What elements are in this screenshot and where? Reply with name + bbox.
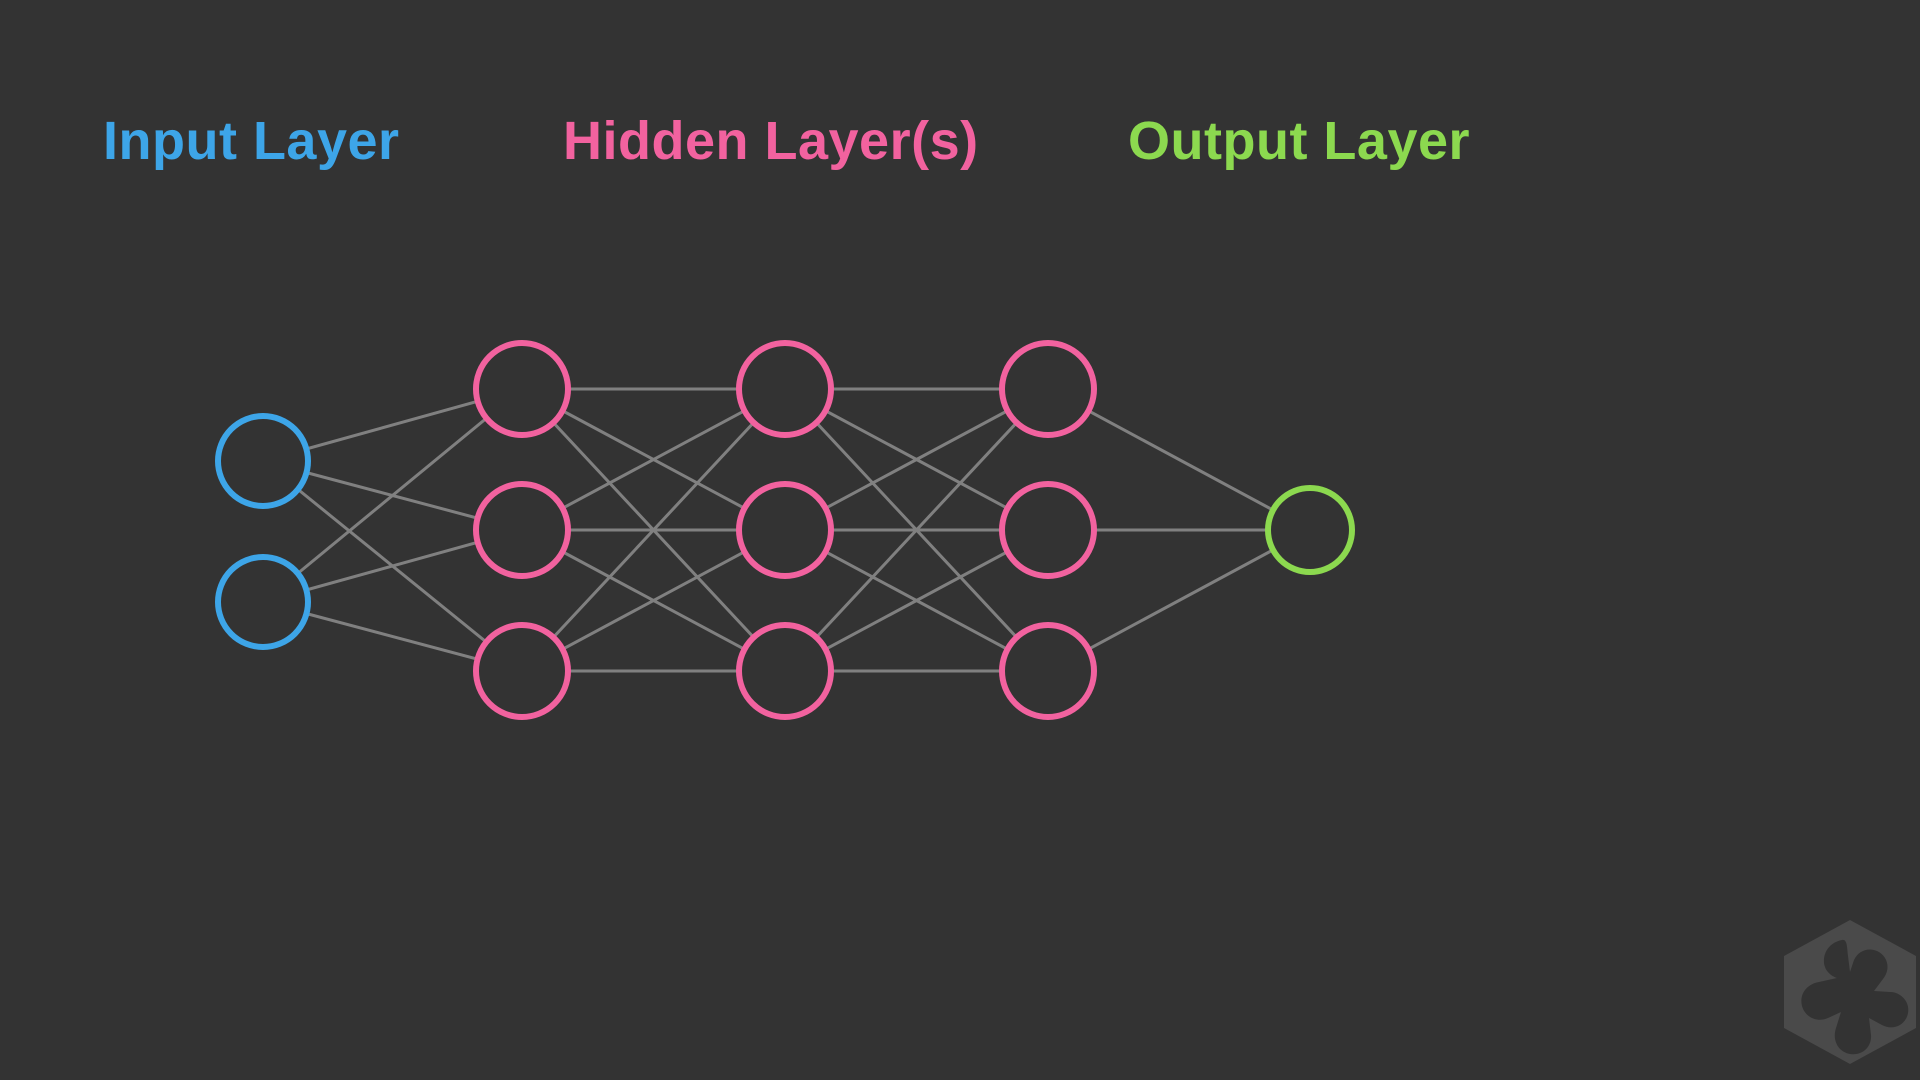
connection-edge xyxy=(261,387,524,604)
neuron-node-hidden[interactable] xyxy=(736,622,834,720)
layer-label-input: Input Layer xyxy=(103,111,400,171)
connection-edge xyxy=(783,387,1050,532)
connection-edge xyxy=(783,528,1050,673)
connection-edge xyxy=(1046,387,1312,532)
neuron-node-hidden[interactable] xyxy=(736,340,834,438)
neuron-node-hidden[interactable] xyxy=(473,481,571,579)
layer-label-output: Output Layer xyxy=(1128,111,1471,171)
connection-edge xyxy=(1046,528,1312,673)
neuron-node-hidden[interactable] xyxy=(999,340,1097,438)
neuron-node-input[interactable] xyxy=(215,413,311,509)
nodes-group xyxy=(215,340,1355,720)
neuron-node-hidden[interactable] xyxy=(736,481,834,579)
neuron-node-output[interactable] xyxy=(1265,485,1355,575)
neuron-node-hidden[interactable] xyxy=(999,481,1097,579)
neuron-node-hidden[interactable] xyxy=(473,340,571,438)
neuron-node-input[interactable] xyxy=(215,554,311,650)
connection-edge xyxy=(520,528,787,673)
neuron-node-hidden[interactable] xyxy=(473,622,571,720)
layer-label-hidden: Hidden Layer(s) xyxy=(563,111,979,171)
connection-edge xyxy=(783,387,1050,673)
connection-edge xyxy=(520,387,787,673)
neuron-node-hidden[interactable] xyxy=(999,622,1097,720)
connection-edge xyxy=(520,387,787,532)
